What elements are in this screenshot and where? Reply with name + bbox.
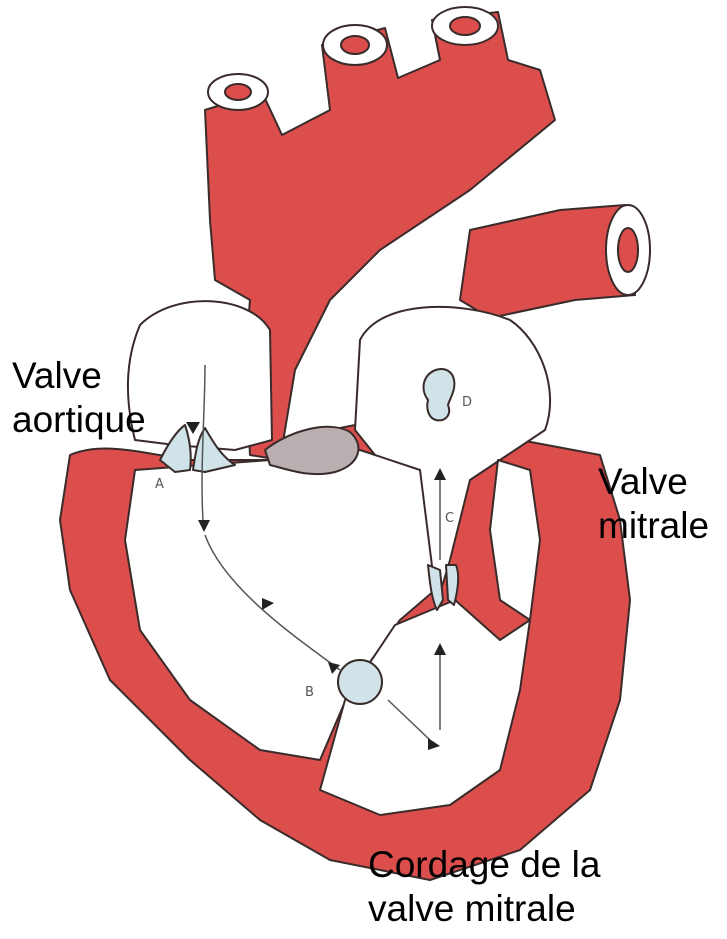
marker-d: D (462, 395, 472, 410)
mitral-valve-label-line1: Valve (598, 460, 709, 504)
valve-b (338, 660, 382, 704)
aortic-valve-label: Valve aortique (12, 354, 146, 442)
marker-a: A (155, 477, 164, 492)
marker-b: B (305, 685, 314, 700)
aortic-valve-label-line1: Valve (12, 354, 146, 398)
aortic-valve-label-line2: aortique (12, 398, 146, 442)
mitral-valve-label: Valve mitrale (598, 460, 709, 548)
marker-c: C (445, 511, 454, 526)
chordae-label-line1: Cordage de la (368, 843, 600, 887)
valve-d (424, 369, 455, 420)
chordae-label-line2: valve mitrale (368, 887, 600, 931)
chordae-label: Cordage de la valve mitrale (368, 843, 600, 931)
aortic-root-cavity (128, 301, 272, 450)
mitral-valve-label-line2: mitrale (598, 504, 709, 548)
